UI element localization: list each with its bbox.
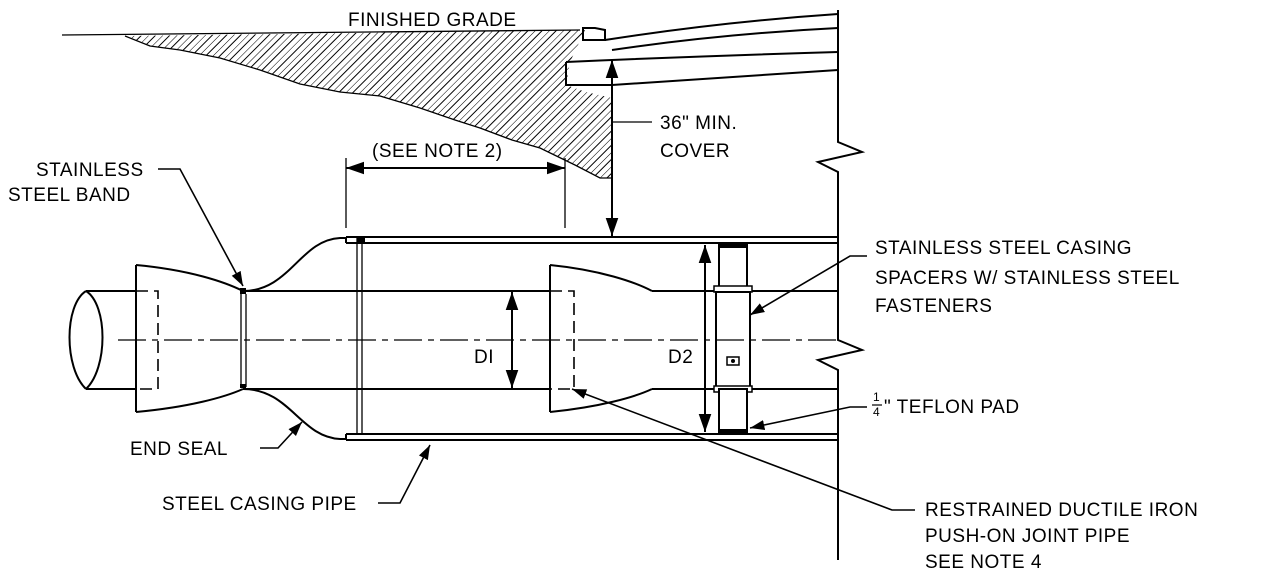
min-cover-label-line1: 36" MIN. bbox=[660, 113, 737, 134]
carrier-pipe-middle bbox=[243, 237, 550, 435]
steel-casing-pipe-label: STEEL CASING PIPE bbox=[162, 494, 357, 515]
leader-lines bbox=[158, 168, 915, 511]
right-wall-break bbox=[815, 10, 866, 560]
see-note-2-label: (SEE NOTE 2) bbox=[372, 141, 503, 162]
steel-casing-pipe bbox=[345, 236, 838, 441]
casing-spacer bbox=[713, 242, 753, 435]
d1-label: DI bbox=[474, 347, 494, 368]
stainless-band-label-line2: STEEL BAND bbox=[8, 185, 131, 206]
note2-dimension bbox=[345, 158, 566, 228]
ground-soil bbox=[124, 30, 612, 179]
restrained-pipe-label-line2: PUSH-ON JOINT PIPE bbox=[925, 526, 1130, 547]
end-seal bbox=[240, 237, 346, 440]
grade-line bbox=[61, 29, 581, 36]
finished-grade-label: FINISHED GRADE bbox=[348, 10, 517, 31]
d2-label: D2 bbox=[668, 347, 693, 368]
restrained-pipe-label-line1: RESTRAINED DUCTILE IRON bbox=[925, 500, 1198, 521]
casing-spacers-label-line2: SPACERS W/ STAINLESS STEEL bbox=[875, 268, 1180, 289]
pavement-road bbox=[565, 13, 839, 86]
casing-spacers-label-line1: STAINLESS STEEL CASING bbox=[875, 238, 1132, 259]
teflon-fraction-numerator: 1 bbox=[873, 390, 880, 404]
casing-spacers-label-line3: FASTENERS bbox=[875, 296, 992, 317]
min-cover-dimension bbox=[605, 60, 652, 236]
carrier-pipe-right bbox=[549, 264, 838, 413]
restrained-pipe-label-line3: SEE NOTE 4 bbox=[925, 552, 1042, 573]
stainless-band-label-line1: STAINLESS bbox=[36, 160, 144, 181]
teflon-pad-label: " TEFLON PAD bbox=[884, 397, 1020, 418]
end-seal-label: END SEAL bbox=[130, 439, 228, 460]
min-cover-label-line2: COVER bbox=[660, 141, 730, 162]
carrier-pipe-left bbox=[68, 264, 244, 413]
teflon-fraction-denominator: 4 bbox=[873, 405, 880, 419]
